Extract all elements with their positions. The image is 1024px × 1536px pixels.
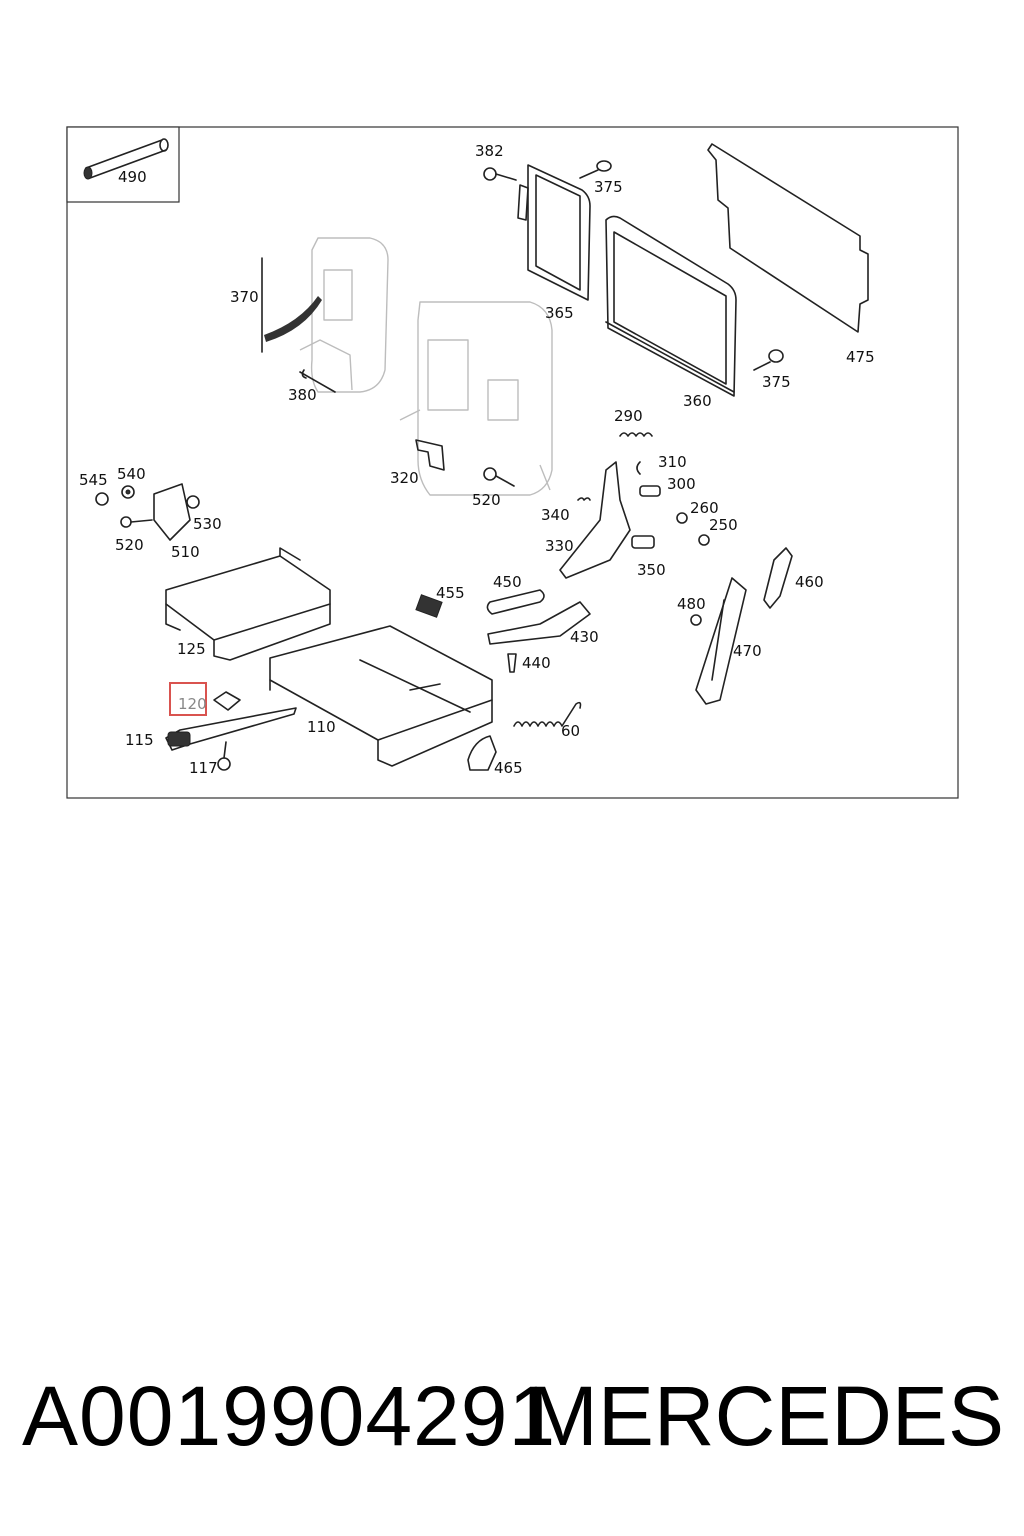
part-120-clip <box>213 691 241 711</box>
label-365: 365 <box>545 304 574 322</box>
part-382-screw <box>483 167 517 181</box>
label-545: 545 <box>79 471 108 489</box>
highlight-box-120 <box>169 682 207 716</box>
part-375-screw-top <box>579 160 612 179</box>
label-465: 465 <box>494 759 523 777</box>
part-450-rod <box>486 589 545 615</box>
label-450: 450 <box>493 573 522 591</box>
part-125-tray <box>165 547 331 661</box>
part-360-panel <box>605 215 737 397</box>
label-370: 370 <box>230 288 259 306</box>
part-430-plate <box>487 601 591 645</box>
label-117: 117 <box>189 759 218 777</box>
part-110-tray <box>269 625 493 767</box>
label-300: 300 <box>667 475 696 493</box>
label-382: 382 <box>475 142 504 160</box>
part-490-rod <box>83 138 169 180</box>
label-430: 430 <box>570 628 599 646</box>
part-520-bolt-middle <box>483 467 515 487</box>
label-340: 340 <box>541 506 570 524</box>
part-475-board <box>707 143 869 333</box>
hinge-mechanism <box>559 461 710 579</box>
part-labels: 490 382 375 365 475 370 360 375 380 290 … <box>79 142 875 777</box>
part-455-switch <box>415 594 443 618</box>
part-370-cable <box>261 257 322 353</box>
label-320: 320 <box>390 469 419 487</box>
diagram-frame <box>66 126 959 799</box>
part-480-screw <box>690 614 702 626</box>
label-330: 330 <box>545 537 574 555</box>
exploded-parts-diagram: 490 382 375 365 475 370 360 375 380 290 … <box>66 126 959 799</box>
label-490: 490 <box>118 168 147 186</box>
label-260: 260 <box>690 499 719 517</box>
label-115: 115 <box>125 731 154 749</box>
label-540: 540 <box>117 465 146 483</box>
label-460: 460 <box>795 573 824 591</box>
label-375-top: 375 <box>594 178 623 196</box>
inset-box <box>66 126 180 203</box>
part-470-rail <box>695 577 747 705</box>
label-250: 250 <box>709 516 738 534</box>
part-number: A0019904291 <box>22 1369 557 1463</box>
label-60: 60 <box>561 722 580 740</box>
part-465-cover <box>467 735 497 771</box>
label-470: 470 <box>733 642 762 660</box>
label-290: 290 <box>614 407 643 425</box>
left-hardware-cluster <box>95 483 200 541</box>
part-115-strap <box>165 707 297 751</box>
label-530: 530 <box>193 515 222 533</box>
part-460-lever <box>763 547 793 609</box>
part-440-pin <box>507 653 517 673</box>
brand-name: MERCEDES <box>527 1369 1004 1463</box>
footer: A0019904291 MERCEDES <box>0 1368 1024 1478</box>
part-117-screw <box>217 741 231 771</box>
part-320-bracket <box>415 439 445 471</box>
label-380: 380 <box>288 386 317 404</box>
label-475: 475 <box>846 348 875 366</box>
label-440: 440 <box>522 654 551 672</box>
part-375-screw-bottom <box>753 349 784 371</box>
label-455: 455 <box>436 584 465 602</box>
label-520-middle: 520 <box>472 491 501 509</box>
ghost-backrest-large <box>399 301 553 496</box>
label-375-bottom: 375 <box>762 373 791 391</box>
label-310: 310 <box>658 453 687 471</box>
label-125: 125 <box>177 640 206 658</box>
part-380-clip <box>299 369 336 393</box>
ghost-backrest-small <box>299 237 389 393</box>
part-60-spring <box>513 701 582 727</box>
label-110: 110 <box>307 718 336 736</box>
label-510: 510 <box>171 543 200 561</box>
label-480: 480 <box>677 595 706 613</box>
part-290-spring <box>619 432 653 437</box>
part-365-panel <box>517 164 591 301</box>
label-350: 350 <box>637 561 666 579</box>
label-360: 360 <box>683 392 712 410</box>
label-120: 120 <box>178 695 207 713</box>
label-520-left: 520 <box>115 536 144 554</box>
